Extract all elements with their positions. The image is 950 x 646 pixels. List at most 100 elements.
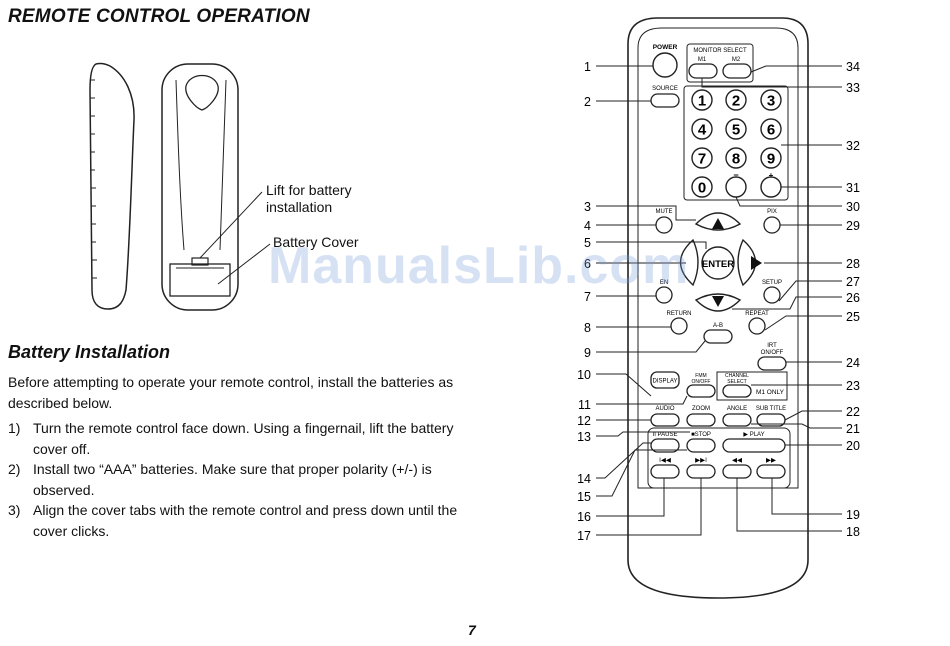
page-number: 7 [468, 622, 476, 638]
svg-text:3: 3 [767, 93, 775, 110]
svg-text:ON/OFF: ON/OFF [761, 350, 784, 356]
next-icon: ▶▶I [695, 457, 707, 464]
svg-text:17: 17 [577, 529, 591, 543]
digit-2-button[interactable] [725, 89, 747, 111]
digit-4-button[interactable] [691, 118, 713, 140]
svg-text:0: 0 [698, 180, 706, 197]
play-button[interactable] [722, 438, 786, 453]
svg-text:7: 7 [698, 151, 706, 168]
svg-text:15: 15 [577, 490, 591, 504]
step-item: 2)Install two “AAA” batteries. Make sure… [8, 461, 432, 498]
svg-text:1: 1 [698, 93, 706, 110]
digit-5-button[interactable] [725, 118, 747, 140]
ab-button[interactable] [703, 329, 733, 344]
m1-button[interactable] [688, 63, 718, 79]
irt-button[interactable] [757, 356, 787, 371]
next-button[interactable] [686, 464, 716, 479]
digit-9-button[interactable] [760, 147, 782, 169]
rewind-icon: ◀◀ [732, 457, 743, 464]
previous-button[interactable] [650, 464, 680, 479]
repeat-button[interactable] [748, 317, 766, 335]
svg-text:SUB TITLE: SUB TITLE [756, 406, 786, 412]
svg-text:4: 4 [698, 122, 707, 139]
svg-text:FMM: FMM [695, 373, 706, 379]
svg-text:5: 5 [732, 122, 740, 139]
svg-text:IRT: IRT [767, 343, 777, 349]
digit-0-button[interactable] [691, 176, 713, 198]
svg-text:18: 18 [846, 525, 860, 539]
battery-steps: 1)Turn the remote control face down. Usi… [8, 418, 458, 541]
svg-text:ANGLE: ANGLE [727, 406, 747, 412]
enter-button[interactable] [701, 246, 735, 280]
svg-text:9: 9 [767, 151, 775, 168]
channel-select-button[interactable] [722, 384, 752, 398]
ir-window [185, 74, 219, 111]
power-button[interactable] [652, 52, 678, 78]
svg-text:3: 3 [584, 200, 591, 214]
svg-text:2: 2 [584, 95, 591, 109]
mute-button[interactable] [655, 216, 673, 234]
fast-forward-button[interactable] [756, 464, 786, 479]
return-button[interactable] [670, 317, 688, 335]
previous-icon: I◀◀ [659, 457, 672, 464]
zoom-button[interactable] [686, 413, 716, 427]
svg-text:28: 28 [846, 257, 860, 271]
right-button[interactable] [737, 238, 757, 287]
svg-text:29: 29 [846, 219, 860, 233]
left-button[interactable] [679, 238, 699, 287]
source-button[interactable] [650, 93, 680, 108]
digit-8-button[interactable] [725, 147, 747, 169]
svg-text:REPEAT: REPEAT [745, 311, 769, 317]
audio-button[interactable] [650, 413, 680, 427]
digit-7-button[interactable] [691, 147, 713, 169]
svg-text:MUTE: MUTE [656, 209, 673, 215]
pause-button[interactable] [650, 438, 680, 453]
svg-text:26: 26 [846, 291, 860, 305]
setup-button[interactable] [763, 286, 781, 304]
svg-text:12: 12 [577, 414, 591, 428]
svg-text:19: 19 [846, 508, 860, 522]
callout-battery-cover: Battery Cover [273, 234, 359, 250]
battery-intro: Before attempting to operate your remote… [8, 374, 454, 411]
svg-text:23: 23 [846, 379, 860, 393]
fast-forward-icon: ▶▶ [766, 457, 777, 464]
digit-1-button[interactable] [691, 89, 713, 111]
minus-button[interactable] [725, 176, 747, 198]
svg-text:M1 ONLY: M1 ONLY [756, 389, 785, 396]
svg-text:M2: M2 [732, 57, 741, 63]
step-item: 1)Turn the remote control face down. Usi… [8, 420, 454, 457]
svg-text:25: 25 [846, 310, 860, 324]
svg-text:■STOP: ■STOP [691, 432, 711, 438]
en-button[interactable] [655, 286, 673, 304]
svg-text:EN: EN [660, 280, 668, 286]
svg-text:AUDIO: AUDIO [655, 406, 674, 412]
pix-button[interactable] [763, 216, 781, 234]
up-arrow-icon [712, 218, 724, 229]
svg-text:31: 31 [846, 181, 860, 195]
svg-text:8: 8 [732, 151, 740, 168]
digit-6-button[interactable] [760, 118, 782, 140]
remote-panel [637, 27, 799, 489]
digit-3-button[interactable] [760, 89, 782, 111]
svg-text:RETURN: RETURN [667, 311, 692, 317]
number-pad: 1 2 3 4 5 6 7 8 9 0 [691, 89, 782, 198]
display-button[interactable] [650, 371, 680, 389]
fmm-button[interactable] [686, 384, 716, 398]
stop-button[interactable] [686, 438, 716, 453]
svg-text:13: 13 [577, 430, 591, 444]
svg-text:7: 7 [584, 290, 591, 304]
rewind-button[interactable] [722, 464, 752, 479]
svg-text:−: − [733, 170, 738, 180]
angle-button[interactable] [722, 413, 752, 427]
svg-text:1: 1 [584, 60, 591, 74]
power-label: POWER [653, 44, 678, 51]
source-label: SOURCE [652, 86, 678, 92]
svg-text:+: + [769, 171, 774, 180]
remote-side-view [89, 62, 135, 310]
m2-button[interactable] [722, 63, 752, 79]
svg-text:ZOOM: ZOOM [692, 406, 710, 412]
svg-text:4: 4 [584, 219, 591, 233]
svg-text:20: 20 [846, 439, 860, 453]
plus-button[interactable] [760, 176, 782, 198]
left-leader-lines [596, 65, 707, 536]
